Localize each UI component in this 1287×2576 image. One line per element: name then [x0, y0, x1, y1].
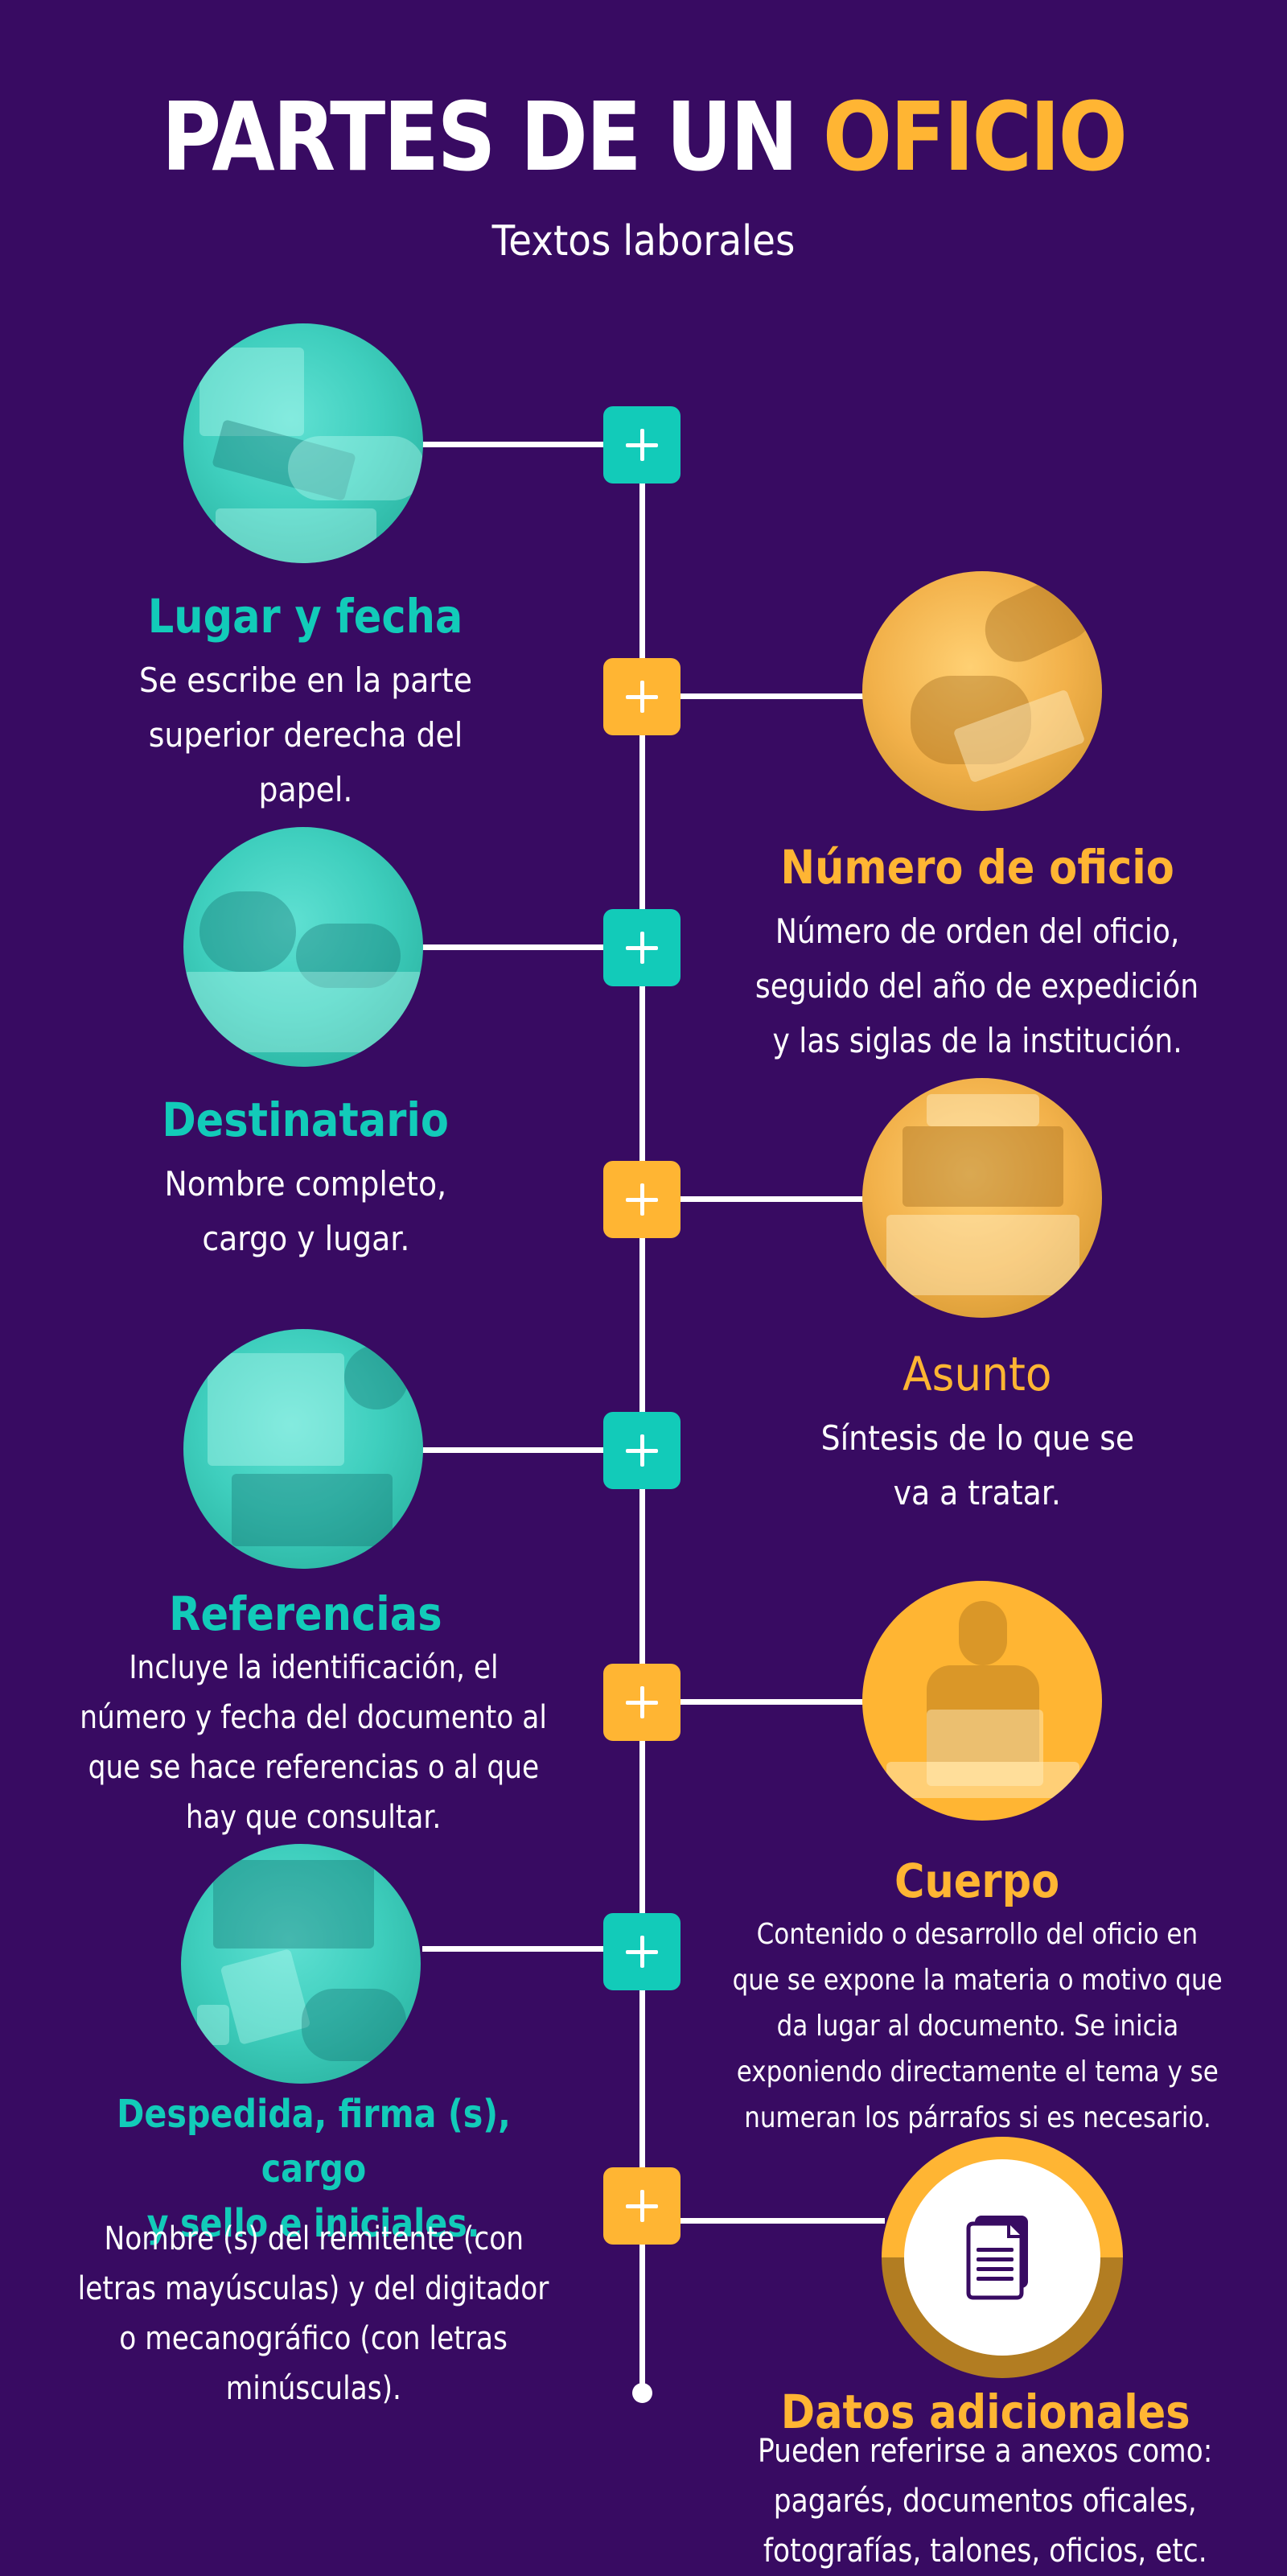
document-icon	[966, 2216, 1028, 2300]
plus-icon	[626, 429, 658, 461]
step-2-line-3: y las siglas de la institución.	[772, 1021, 1182, 1060]
step-6-description: Contenido o desarrollo del oficio en que…	[684, 1911, 1271, 2141]
step-2-line-2: seguido del año de expedición	[755, 966, 1199, 1006]
step-5-expand-button[interactable]	[603, 1412, 681, 1489]
step-7-heading-line-1: Despedida, firma (s), cargo	[117, 2092, 511, 2191]
step-6-heading-text: Cuerpo	[894, 1854, 1060, 1908]
plus-icon	[626, 1434, 658, 1467]
step-8-description: Pueden referirse a anexos como: pagarés,…	[700, 2426, 1271, 2576]
step-3-heading-text: Destinatario	[162, 1093, 450, 1147]
connector-1	[422, 442, 607, 447]
step-2-description: Número de orden del oficio, seguido del …	[692, 904, 1263, 1068]
step-5-heading: Referencias	[48, 1582, 563, 1646]
step-8-line-3: fotografías, talones, oficios, etc.	[763, 2533, 1207, 2570]
plus-icon	[626, 2190, 658, 2222]
step-5-line-3: que se hace referencias o al que	[88, 1749, 540, 1786]
step-7-heading-line-2: y sello e iniciales.	[147, 2201, 480, 2246]
step-4-description: Síntesis de lo que se va a tratar.	[708, 1411, 1247, 1520]
step-8-heading-text: Datos adicionales	[780, 2385, 1190, 2439]
step-3-line-2: cargo y lugar.	[201, 1219, 410, 1258]
laptop-screen-photo	[183, 1329, 423, 1569]
step-4-line-1: Síntesis de lo que se	[820, 1418, 1134, 1458]
step-7-expand-button[interactable]	[603, 1913, 681, 1990]
step-6-line-2: que se expone la materia o motivo que	[732, 1964, 1223, 1997]
desk-laptop-plant-photo	[181, 1844, 421, 2084]
connector-2	[676, 693, 865, 699]
plus-icon	[626, 1686, 658, 1718]
plus-icon	[626, 681, 658, 713]
connector-6	[676, 1699, 865, 1705]
title-main: PARTES DE UN	[161, 81, 799, 192]
step-3-line-1: Nombre completo,	[164, 1164, 447, 1204]
connector-7	[422, 1946, 607, 1952]
step-3-expand-button[interactable]	[603, 909, 681, 986]
step-7-line-2: letras mayúsculas) y del digitador	[78, 2270, 549, 2307]
step-2-line-1: Número de orden del oficio,	[775, 911, 1180, 951]
step-5-heading-text: Referencias	[169, 1586, 442, 1641]
step-1-expand-button[interactable]	[603, 406, 681, 484]
step-1-heading-text: Lugar y fecha	[148, 589, 463, 644]
step-6-heading: Cuerpo	[708, 1849, 1247, 1913]
step-6-line-3: da lugar al documento. Se inicia	[776, 2010, 1178, 2043]
step-4-heading-text: Asunto	[903, 1347, 1052, 1401]
step-1-line-3: papel.	[258, 770, 353, 809]
timeline-end-dot	[632, 2383, 652, 2403]
step-5-line-1: Incluye la identificación, el	[129, 1649, 499, 1686]
step-7-line-1: Nombre (s) del remitente (con	[104, 2220, 524, 2257]
plus-icon	[626, 1936, 658, 1968]
hand-writing-note-photo	[862, 571, 1102, 811]
connector-5	[422, 1447, 607, 1453]
step-1-line-1: Se escribe en la parte	[139, 660, 472, 700]
step-2-heading: Número de oficio	[708, 835, 1247, 899]
step-1-line-2: superior derecha del	[148, 715, 463, 755]
connector-8	[676, 2218, 885, 2224]
step-6-expand-button[interactable]	[603, 1664, 681, 1741]
step-7-line-3: o mecanográfico (con letras	[119, 2320, 508, 2357]
step-2-expand-button[interactable]	[603, 658, 681, 735]
step-5-description: Incluye la identificación, el número y f…	[40, 1643, 587, 1842]
step-2-heading-text: Número de oficio	[780, 840, 1174, 895]
step-8-line-1: Pueden referirse a anexos como:	[758, 2433, 1213, 2470]
step-7-heading: Despedida, firma (s), cargo y sello e in…	[32, 2087, 595, 2251]
page-subtitle: Textos laborales	[491, 217, 796, 265]
title-accent: OFICIO	[822, 81, 1128, 192]
man-with-laptop-photo	[862, 1581, 1102, 1821]
document-icon-badge	[882, 2137, 1123, 2378]
step-3-heading: Destinatario	[48, 1088, 563, 1152]
step-1-heading: Lugar y fecha	[48, 584, 563, 648]
step-6-line-5: numeran los párrafos si es necesario.	[743, 2101, 1211, 2134]
step-4-heading: Asunto	[708, 1342, 1247, 1406]
step-4-line-2: va a tratar.	[893, 1473, 1062, 1512]
step-8-expand-button[interactable]	[603, 2167, 681, 2245]
page-title: PARTES DE UN OFICIO	[90, 76, 1197, 197]
step-5-line-2: número y fecha del documento al	[80, 1699, 548, 1736]
step-1-description: Se escribe en la parte superior derecha …	[48, 653, 563, 817]
step-3-description: Nombre completo, cargo y lugar.	[48, 1157, 563, 1266]
step-7-description: Nombre (s) del remitente (con letras may…	[32, 2214, 595, 2413]
step-4-expand-button[interactable]	[603, 1161, 681, 1238]
plus-icon	[626, 1183, 658, 1216]
connector-3	[422, 944, 607, 950]
hand-signing-paper-photo	[183, 827, 423, 1067]
connector-4	[676, 1196, 865, 1202]
step-6-line-1: Contenido o desarrollo del oficio en	[756, 1918, 1199, 1951]
step-5-line-4: hay que consultar.	[186, 1799, 442, 1836]
step-6-line-4: exponiendo directamente el tema y se	[736, 2055, 1219, 2088]
step-7-line-4: minúsculas).	[225, 2370, 402, 2407]
step-8-heading: Datos adicionales	[708, 2380, 1263, 2444]
step-8-line-2: pagarés, documentos oficales,	[774, 2483, 1197, 2520]
plus-icon	[626, 932, 658, 964]
laptop-keyboard-photo	[862, 1078, 1102, 1318]
hands-typing-laptop-photo	[183, 323, 423, 563]
